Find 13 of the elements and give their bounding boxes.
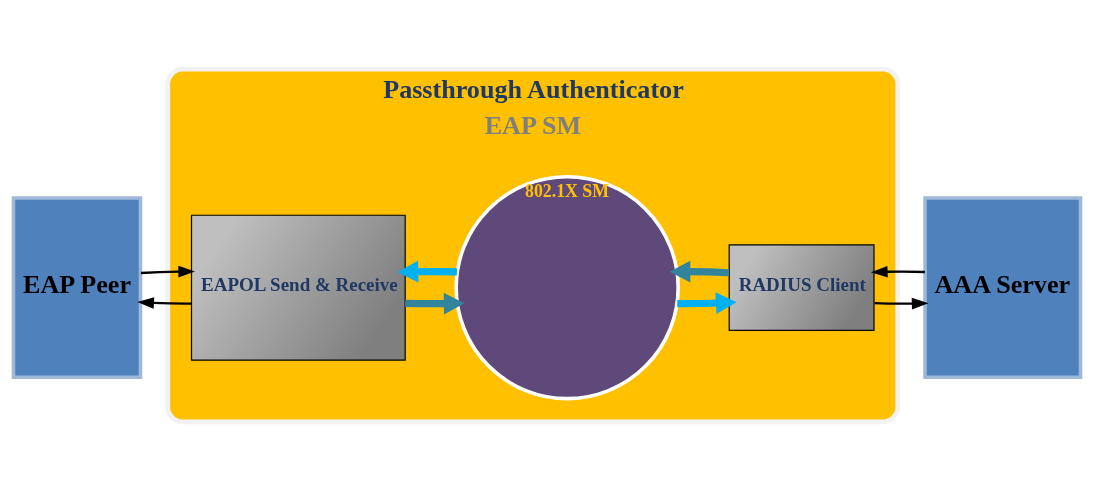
node-box: RADIUS Client — [728, 244, 875, 331]
node-box: EAP Peer — [11, 196, 143, 380]
arrow — [669, 260, 730, 283]
node-circle: 802.1X SM — [454, 174, 680, 401]
arrow — [137, 297, 192, 309]
arrow — [405, 292, 465, 315]
node-box: EAPOL Send & Receive — [190, 214, 406, 361]
arrow — [677, 292, 737, 314]
node-box: AAA Server — [923, 196, 1083, 380]
arrow — [874, 297, 929, 310]
arrow — [140, 265, 195, 278]
arrow — [870, 265, 925, 278]
arrow — [397, 260, 457, 283]
